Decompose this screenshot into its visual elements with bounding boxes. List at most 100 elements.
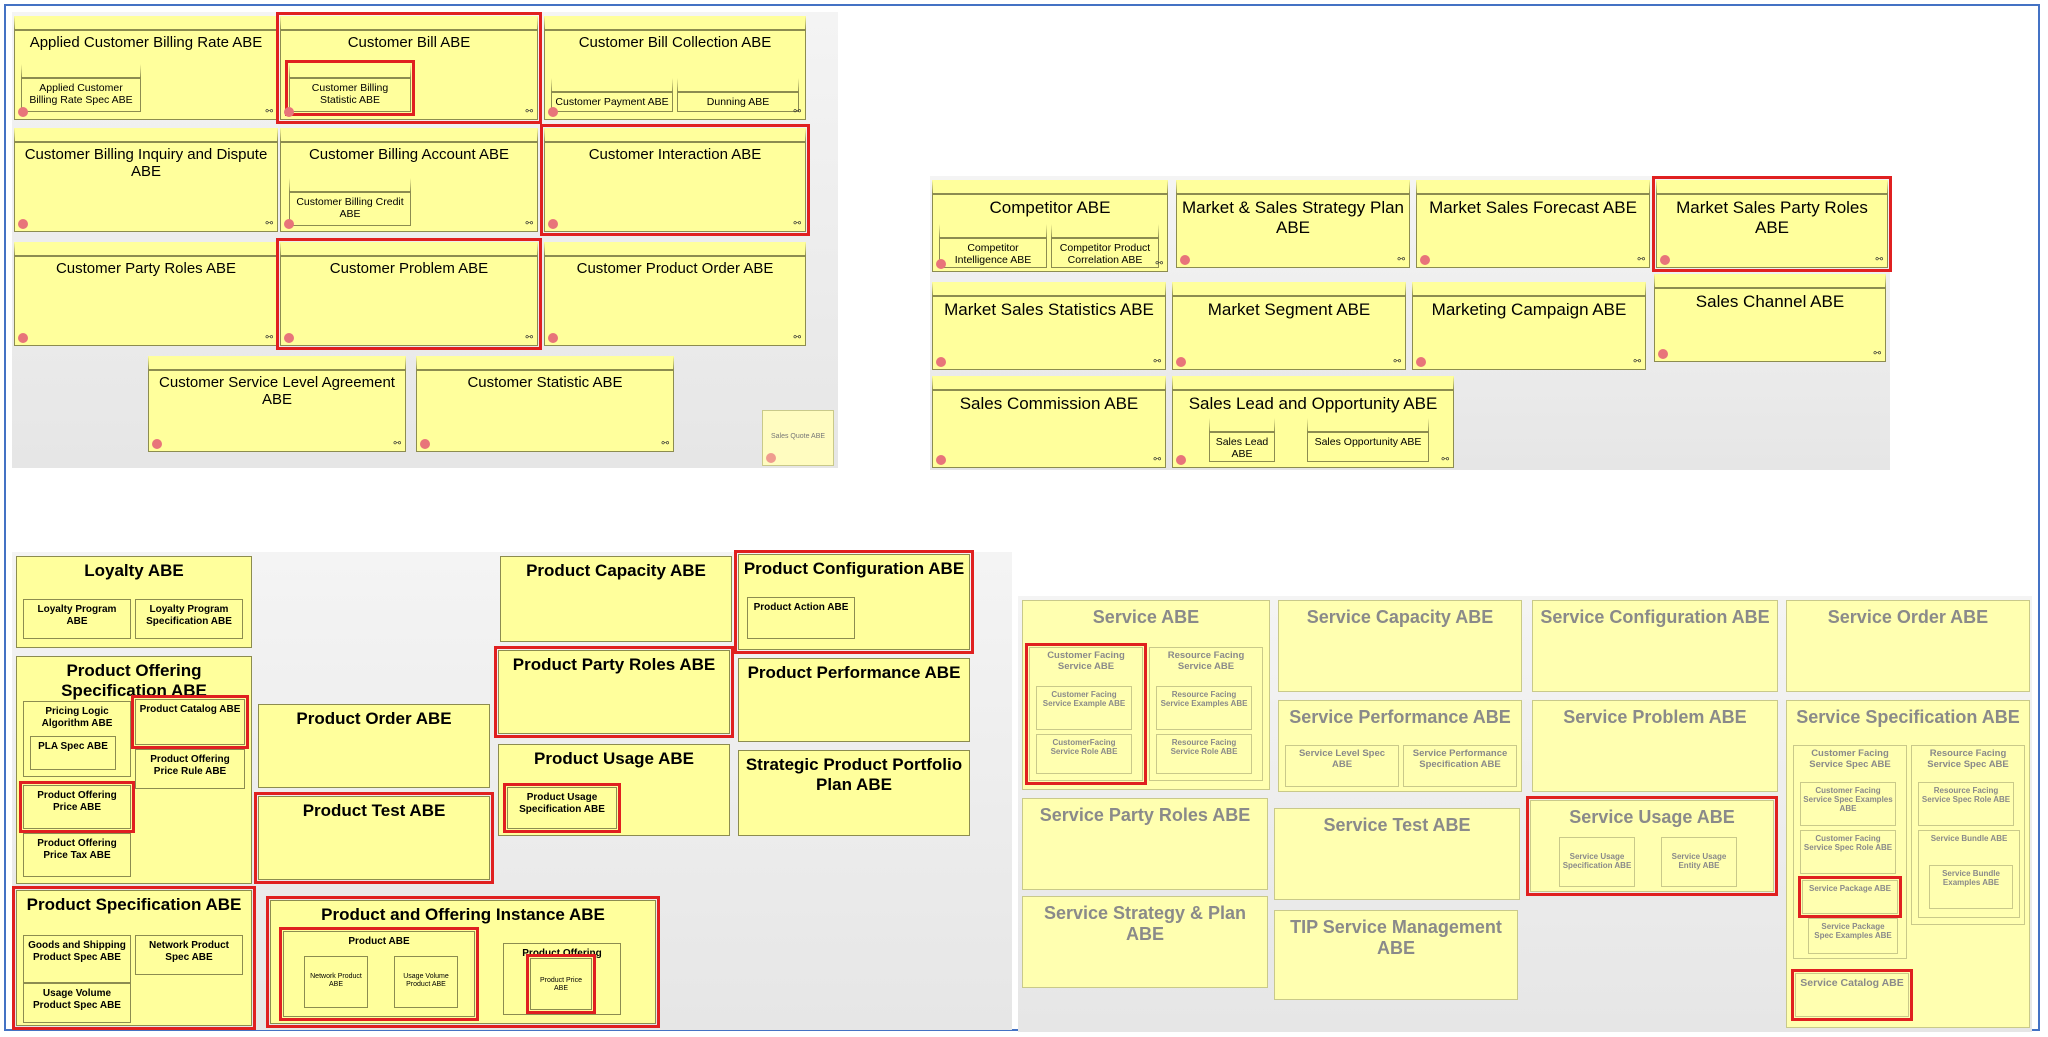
sales-party-roles-box[interactable]: Market Sales Party Roles ABE ⚯ — [1652, 176, 1892, 272]
customer-billing-statistic-box[interactable]: Customer Billing Statistic ABE — [285, 60, 415, 116]
strategic-portfolio-label: Strategic Product Portfolio Plan ABE — [745, 755, 963, 794]
service-configuration-box[interactable]: Service Configuration ABE — [1532, 600, 1778, 692]
product-box[interactable]: Product ABE Network Product ABE Usage Vo… — [279, 927, 479, 1021]
service-catalog-box[interactable]: Service Catalog ABE — [1791, 969, 1913, 1021]
service-box[interactable]: Service ABE Customer Facing Service ABE … — [1022, 600, 1270, 790]
usage-volume-product-box[interactable]: Usage Volume Product ABE — [394, 956, 458, 1008]
product-capacity-box[interactable]: Product Capacity ABE — [500, 556, 732, 642]
service-package-box[interactable]: Service Package ABE — [1798, 876, 1902, 918]
sales-forecast-box[interactable]: Market Sales Forecast ABE ⚯ — [1416, 180, 1650, 268]
customer-bill-label: Customer Bill ABE — [347, 34, 471, 51]
cfs-role-box[interactable]: CustomerFacing Service Role ABE — [1036, 734, 1132, 774]
product-offering-box[interactable]: Product Offering Product Price ABE — [503, 943, 621, 1015]
service-test-box[interactable]: Service Test ABE — [1274, 808, 1520, 900]
product-performance-box[interactable]: Product Performance ABE — [738, 658, 970, 742]
service-usage-spec-box[interactable]: Service Usage Specification ABE — [1559, 837, 1635, 887]
customer-interaction-box[interactable]: Customer Interaction ABE ⚯ — [540, 124, 810, 236]
service-package-spec-box[interactable]: Service Package Spec Examples ABE — [1808, 918, 1898, 954]
customer-product-order-box[interactable]: Customer Product Order ABE ⚯ — [544, 242, 806, 346]
product-offering-spec-label: Product Offering Specification ABE — [61, 661, 207, 700]
entity-icon — [548, 333, 558, 343]
network-product-spec-box[interactable]: Network Product Spec ABE — [135, 935, 243, 975]
service-level-spec-box[interactable]: Service Level Spec ABE — [1285, 745, 1399, 787]
strategy-plan-box[interactable]: Market & Sales Strategy Plan ABE ⚯ — [1176, 180, 1410, 268]
cfs-spec-examples-box[interactable]: Customer Facing Service Spec Examples AB… — [1800, 782, 1896, 826]
product-party-roles-box[interactable]: Product Party Roles ABE — [494, 646, 734, 738]
competitor-intelligence-box[interactable]: Competitor Intelligence ABE — [939, 224, 1047, 268]
rfs-box[interactable]: Resource Facing Service ABE Resource Fac… — [1149, 647, 1263, 781]
product-offering-instance-box[interactable]: Product and Offering Instance ABE Produc… — [266, 896, 660, 1028]
market-segment-box[interactable]: Market Segment ABE ⚯ — [1172, 282, 1406, 370]
service-usage-entity-box[interactable]: Service Usage Entity ABE — [1661, 837, 1737, 887]
customer-billing-account-box[interactable]: Customer Billing Account ABE Customer Bi… — [280, 128, 538, 232]
product-configuration-box[interactable]: Product Configuration ABE Product Action… — [734, 550, 974, 654]
product-action-box[interactable]: Product Action ABE — [747, 597, 855, 639]
service-specification-box[interactable]: Service Specification ABE Customer Facin… — [1786, 700, 2030, 1028]
service-strategy-box[interactable]: Service Strategy & Plan ABE — [1022, 896, 1268, 988]
customer-sla-box[interactable]: Customer Service Level Agreement ABE ⚯ — [148, 356, 406, 452]
offering-price-box[interactable]: Product Offering Price ABE — [19, 781, 135, 833]
product-order-box[interactable]: Product Order ABE — [258, 704, 490, 788]
customer-billing-inquiry-box[interactable]: Customer Billing Inquiry and Dispute ABE… — [14, 128, 278, 232]
rfs-spec-role-box[interactable]: Resource Facing Service Spec Role ABE — [1918, 782, 2014, 826]
usage-volume-spec-box[interactable]: Usage Volume Product Spec ABE — [23, 983, 131, 1023]
sales-lead-box[interactable]: Sales Lead ABE — [1209, 418, 1275, 462]
sales-channel-box[interactable]: Sales Channel ABE ⚯ — [1654, 274, 1886, 362]
applied-customer-billing-rate-box[interactable]: Applied Customer Billing Rate ABE Applie… — [14, 16, 278, 120]
customer-billing-credit-box[interactable]: Customer Billing Credit ABE — [289, 178, 411, 226]
cfs-spec-role-box[interactable]: Customer Facing Service Spec Role ABE — [1800, 830, 1896, 874]
product-catalog-box[interactable]: Product Catalog ABE — [131, 695, 249, 749]
customer-payment-box[interactable]: Customer Payment ABE — [551, 78, 673, 112]
customer-bill-box[interactable]: Customer Bill ABE Customer Billing Stati… — [276, 12, 542, 124]
service-order-box[interactable]: Service Order ABE — [1786, 600, 2030, 692]
cfs-spec-box[interactable]: Customer Facing Service Spec ABE Custome… — [1793, 745, 1907, 959]
product-test-box[interactable]: Product Test ABE — [254, 792, 494, 884]
price-rule-box[interactable]: Product Offering Price Rule ABE — [135, 749, 245, 789]
price-tax-box[interactable]: Product Offering Price Tax ABE — [23, 833, 131, 877]
product-usage-spec-box[interactable]: Product Usage Specification ABE — [503, 783, 621, 833]
competitor-product-box[interactable]: Competitor Product Correlation ABE — [1051, 224, 1159, 268]
service-usage-box[interactable]: Service Usage ABE Service Usage Specific… — [1526, 796, 1778, 896]
loyalty-program-box[interactable]: Loyalty Program ABE — [23, 599, 131, 639]
product-price-box[interactable]: Product Price ABE — [526, 954, 596, 1014]
loyalty-box[interactable]: Loyalty ABE Loyalty Program ABE Loyalty … — [16, 556, 252, 648]
service-party-roles-box[interactable]: Service Party Roles ABE — [1022, 798, 1268, 890]
pricing-logic-box[interactable]: Pricing Logic Algorithm ABE PLA Spec ABE — [23, 701, 131, 777]
pla-spec-box[interactable]: PLA Spec ABE — [30, 736, 116, 770]
service-performance-box[interactable]: Service Performance ABE Service Level Sp… — [1278, 700, 1522, 792]
goods-shipping-spec-box[interactable]: Goods and Shipping Product Spec ABE — [23, 935, 131, 983]
service-problem-box[interactable]: Service Problem ABE — [1532, 700, 1778, 792]
product-offering-spec-box[interactable]: Product Offering Specification ABE Prici… — [16, 656, 252, 884]
customer-statistic-box[interactable]: Customer Statistic ABE ⚯ — [416, 356, 674, 452]
service-bundle-box[interactable]: Service Bundle ABE Service Bundle Exampl… — [1918, 830, 2020, 918]
service-capacity-box[interactable]: Service Capacity ABE — [1278, 600, 1522, 692]
customer-problem-box[interactable]: Customer Problem ABE ⚯ — [276, 238, 542, 350]
service-usage-label: Service Usage ABE — [1569, 807, 1735, 827]
customer-bill-collection-box[interactable]: Customer Bill Collection ABE Customer Pa… — [544, 16, 806, 120]
rfs-spec-box[interactable]: Resource Facing Service Spec ABE Resourc… — [1911, 745, 2025, 925]
competitor-intelligence-label: Competitor Intelligence ABE — [954, 242, 1032, 267]
competitor-box[interactable]: Competitor ABE Competitor Intelligence A… — [932, 180, 1168, 272]
rfs-examples-box[interactable]: Resource Facing Service Examples ABE — [1156, 686, 1252, 730]
applied-rate-spec-box[interactable]: Applied Customer Billing Rate Spec ABE — [21, 64, 141, 112]
strategic-portfolio-box[interactable]: Strategic Product Portfolio Plan ABE — [738, 750, 970, 836]
rfs-role-box[interactable]: Resource Facing Service Role ABE — [1156, 734, 1252, 774]
sales-statistics-box[interactable]: Market Sales Statistics ABE ⚯ — [932, 282, 1166, 370]
network-product-box[interactable]: Network Product ABE — [304, 956, 368, 1008]
product-usage-box[interactable]: Product Usage ABE Product Usage Specific… — [498, 744, 730, 836]
price-rule-label: Product Offering Price Rule ABE — [150, 754, 230, 777]
tip-service-management-box[interactable]: TIP Service Management ABE — [1274, 910, 1518, 1000]
sales-commission-box[interactable]: Sales Commission ABE ⚯ — [932, 376, 1166, 468]
cfs-example-box[interactable]: Customer Facing Service Example ABE — [1036, 686, 1132, 730]
sales-lead-opportunity-box[interactable]: Sales Lead and Opportunity ABE Sales Lea… — [1172, 376, 1454, 468]
service-perf-spec-box[interactable]: Service Performance Specification ABE — [1403, 745, 1517, 787]
marketing-campaign-box[interactable]: Marketing Campaign ABE ⚯ — [1412, 282, 1646, 370]
sales-opportunity-box[interactable]: Sales Opportunity ABE — [1307, 418, 1429, 462]
cfs-box[interactable]: Customer Facing Service ABE Customer Fac… — [1025, 643, 1147, 785]
product-specification-box[interactable]: Product Specification ABE Goods and Ship… — [12, 886, 256, 1030]
customer-party-roles-box[interactable]: Customer Party Roles ABE ⚯ — [14, 242, 278, 346]
loyalty-program-spec-box[interactable]: Loyalty Program Specification ABE — [135, 599, 243, 639]
service-bundle-examples-box[interactable]: Service Bundle Examples ABE — [1929, 865, 2013, 909]
sales-quote-box[interactable]: Sales Quote ABE — [762, 410, 834, 466]
dunning-box[interactable]: Dunning ABE — [677, 78, 799, 112]
